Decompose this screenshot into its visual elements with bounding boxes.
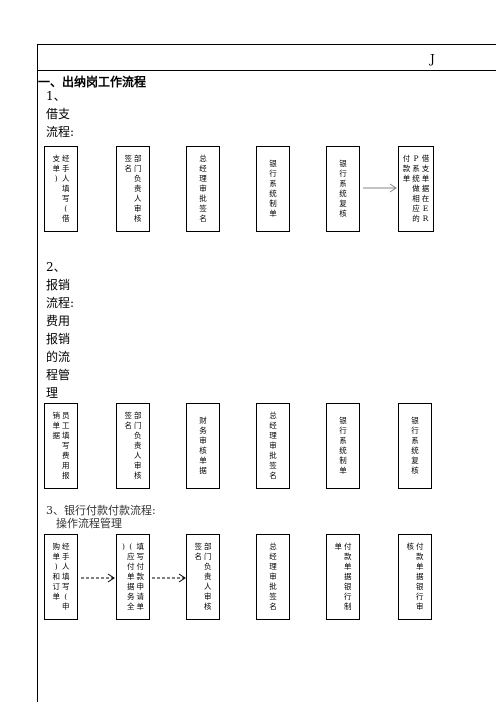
s3-box-6: 付款单据银行审核 (398, 534, 432, 620)
s3-box-4: 总经理审批签名 (256, 534, 290, 620)
s3-box-5: 付款单据银行制单 (326, 534, 360, 620)
section3-label: 3、银行付款付款流程: 操作流程管理 (46, 504, 156, 530)
s2-box-1: 员工填写费用报销单据 (44, 403, 78, 489)
s2-box-2-text: 部门负责人审核签名 (124, 411, 142, 480)
s2-box-5: 银行系统制单 (326, 403, 360, 489)
s3-box-2: 填写付款申请单(应付单据务全) (116, 534, 150, 620)
s1-box-4: 银行系统制单 (256, 146, 290, 232)
s1-box-5: 银行系统复核 (326, 146, 360, 232)
s3-arrow-2 (152, 573, 186, 583)
s1-box-4-text: 银行系统制单 (269, 159, 277, 218)
s3-box-5-text: 付款单据银行制单 (334, 542, 352, 611)
s1-box-2: 部门负责人审核签名 (116, 146, 150, 232)
s3-box-3-text: 部门负责人审核签名 (194, 542, 212, 611)
s3-box-2-text: 填写付款申请单(应付单据务全) (122, 542, 144, 611)
s1-box-5-text: 银行系统复核 (339, 159, 347, 218)
s1-box-3: 总经理审批签名 (186, 146, 220, 232)
section3-label-line1: 3、银行付款付款流程: (46, 504, 156, 517)
s1-box-1-text: 经手人填写(借支单) (52, 154, 70, 223)
s3-box-3: 部门负责人审核签名 (186, 534, 220, 620)
s3-arrow-1 (81, 573, 115, 583)
s2-box-5-text: 银行系统制单 (339, 416, 347, 475)
s3-box-4-text: 总经理审批签名 (269, 542, 277, 611)
s2-box-6-text: 银行系统复核 (411, 416, 419, 475)
s1-box-2-text: 部门负责人审核签名 (124, 154, 142, 223)
left-border (37, 44, 38, 702)
s2-box-1-text: 员工填写费用报销单据 (52, 411, 70, 480)
s3-box-6-text: 付款单据银行审核 (406, 542, 424, 611)
s1-box-1: 经手人填写(借支单) (44, 146, 78, 232)
s2-box-3-text: 财务审核单据 (199, 416, 207, 475)
s2-box-3: 财务审核单据 (186, 403, 220, 489)
header-rule (37, 70, 496, 71)
top-border (37, 44, 496, 45)
section3-label-line2: 操作流程管理 (56, 517, 122, 530)
s3-box-1-text: 经手人填写(申购单)和订单 (52, 542, 70, 611)
s1-arrow (363, 183, 397, 193)
section1-label: 1、借支流程: (46, 89, 75, 139)
s2-box-4-text: 总经理审批签名 (269, 411, 277, 480)
s2-box-6: 银行系统复核 (398, 403, 432, 489)
s1-box-3-text: 总经理审批签名 (199, 154, 207, 223)
s2-box-2: 部门负责人审核签名 (116, 403, 150, 489)
page-title: 一、出纳岗工作流程 (38, 75, 147, 89)
section2-label: 2、报销流程:费用报销的流程管理 (46, 260, 75, 400)
s3-box-1: 经手人填写(申购单)和订单 (44, 534, 78, 620)
s2-box-4: 总经理审批签名 (256, 403, 290, 489)
edge-char: J (430, 52, 435, 66)
